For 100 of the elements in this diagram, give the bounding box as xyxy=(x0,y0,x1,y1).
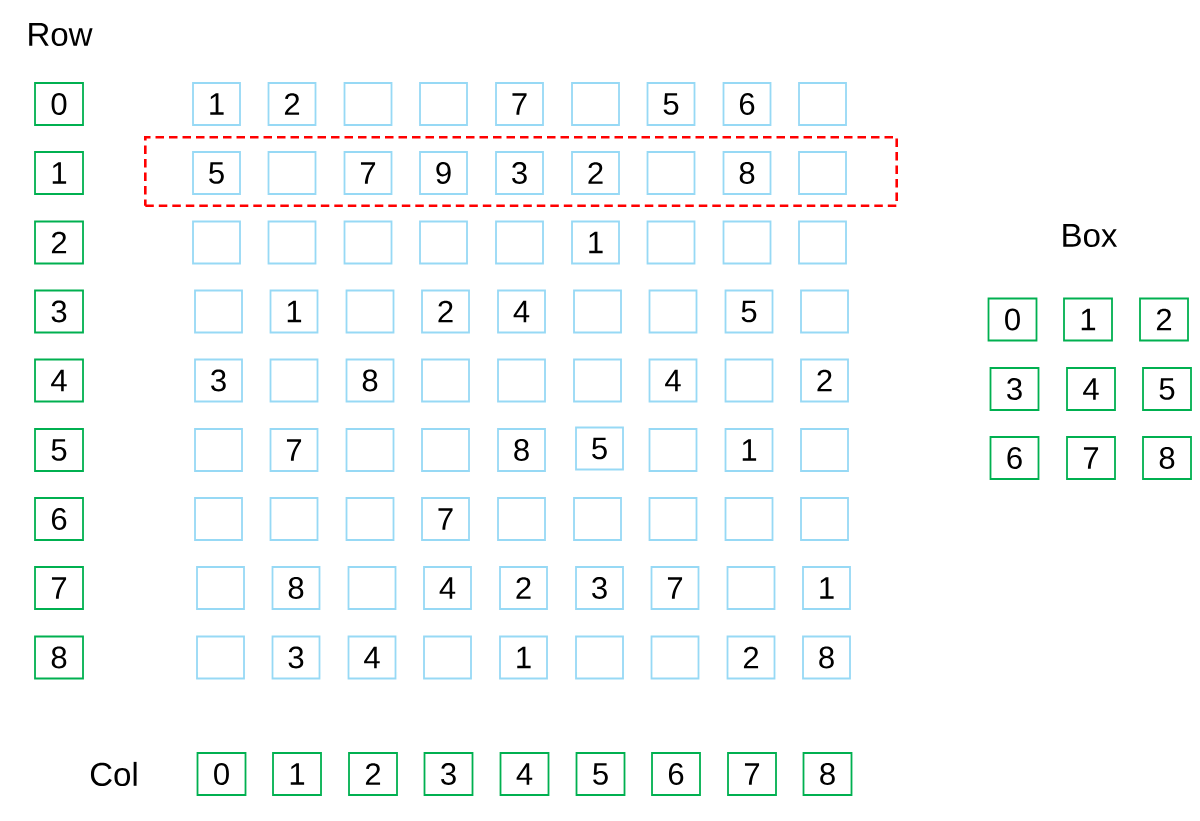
empty-cell xyxy=(421,358,470,403)
empty-cell xyxy=(648,289,698,334)
empty-cell xyxy=(345,497,395,541)
grid-cell: 8 xyxy=(271,566,321,610)
dashed-highlight-frame xyxy=(144,136,898,207)
row-index-box: 8 xyxy=(34,635,84,680)
empty-cell xyxy=(800,428,849,472)
grid-cell: 7 xyxy=(650,566,700,610)
empty-cell xyxy=(497,358,546,403)
empty-cell xyxy=(571,82,620,126)
grid-cell: 7 xyxy=(421,497,470,541)
grid-cell: 2 xyxy=(499,566,548,610)
empty-cell xyxy=(798,151,847,195)
grid-cell: 8 xyxy=(802,635,851,680)
box-index-box: 5 xyxy=(1142,367,1192,411)
empty-cell xyxy=(269,497,319,541)
grid-cell: 5 xyxy=(192,151,241,195)
grid-cell: 8 xyxy=(345,358,395,403)
grid-cell: 3 xyxy=(575,566,624,610)
empty-cell xyxy=(648,497,698,541)
grid-cell: 2 xyxy=(800,358,849,403)
column-heading: Col xyxy=(90,761,137,787)
empty-cell xyxy=(423,635,472,680)
grid-cell: 3 xyxy=(271,635,321,680)
empty-cell xyxy=(421,428,470,472)
grid-cell: 3 xyxy=(194,358,243,403)
column-index-box: 4 xyxy=(499,752,550,796)
empty-cell xyxy=(650,635,700,680)
empty-cell xyxy=(343,220,393,265)
empty-cell xyxy=(798,82,847,126)
empty-cell xyxy=(419,220,468,265)
grid-cell: 8 xyxy=(722,151,772,195)
grid-cell: 3 xyxy=(495,151,544,195)
column-index-box: 5 xyxy=(575,752,626,796)
box-index-box: 1 xyxy=(1063,297,1113,342)
empty-cell xyxy=(345,289,395,334)
empty-cell xyxy=(194,289,243,334)
grid-cell: 8 xyxy=(497,428,546,472)
empty-cell xyxy=(196,635,245,680)
empty-cell xyxy=(495,220,544,265)
grid-cell: 2 xyxy=(726,635,776,680)
box-index-box: 4 xyxy=(1066,367,1116,411)
grid-cell: 5 xyxy=(724,289,774,334)
empty-cell xyxy=(497,497,546,541)
empty-cell xyxy=(648,428,698,472)
grid-cell: 7 xyxy=(495,82,544,126)
empty-cell xyxy=(724,358,774,403)
empty-cell xyxy=(345,428,395,472)
grid-cell: 5 xyxy=(575,426,624,471)
column-index-box: 2 xyxy=(348,752,398,796)
grid-cell: 7 xyxy=(269,428,319,472)
row-index-box: 6 xyxy=(34,497,84,541)
empty-cell xyxy=(573,358,622,403)
empty-cell xyxy=(573,497,622,541)
grid-cell: 9 xyxy=(419,151,468,195)
column-index-box: 0 xyxy=(196,752,247,796)
grid-cell: 5 xyxy=(646,82,696,126)
empty-cell xyxy=(194,428,243,472)
empty-cell xyxy=(196,566,245,610)
empty-cell xyxy=(800,289,849,334)
grid-cell: 4 xyxy=(648,358,698,403)
empty-cell xyxy=(192,220,241,265)
column-index-box: 6 xyxy=(651,752,701,796)
empty-cell xyxy=(269,358,319,403)
empty-cell xyxy=(194,497,243,541)
grid-cell: 4 xyxy=(423,566,472,610)
empty-cell xyxy=(343,82,393,126)
grid-cell: 4 xyxy=(347,635,397,680)
grid-cell: 2 xyxy=(421,289,470,334)
grid-cell: 6 xyxy=(722,82,772,126)
column-index-box: 3 xyxy=(423,752,474,796)
grid-cell: 1 xyxy=(724,428,774,472)
column-index-box: 1 xyxy=(272,752,322,796)
empty-cell xyxy=(724,497,774,541)
box-index-box: 6 xyxy=(989,436,1040,480)
row-index-box: 1 xyxy=(34,151,84,195)
row-index-box: 4 xyxy=(34,358,84,403)
empty-cell xyxy=(267,151,317,195)
grid-cell: 1 xyxy=(571,220,620,265)
grid-cell: 1 xyxy=(802,566,851,610)
empty-cell xyxy=(267,220,317,265)
row-index-box: 5 xyxy=(34,428,84,472)
empty-cell xyxy=(646,151,696,195)
grid-cell: 4 xyxy=(497,289,546,334)
grid-cell: 1 xyxy=(269,289,319,334)
row-index-box: 0 xyxy=(34,82,84,126)
empty-cell xyxy=(800,497,849,541)
column-index-box: 7 xyxy=(727,752,777,796)
box-index-box: 2 xyxy=(1139,297,1189,342)
grid-cell: 2 xyxy=(267,82,317,126)
grid-cell: 1 xyxy=(499,635,548,680)
box-index-box: 3 xyxy=(989,367,1040,411)
empty-cell xyxy=(347,566,397,610)
row-heading: Row xyxy=(29,23,93,46)
box-index-box: 7 xyxy=(1066,436,1116,480)
empty-cell xyxy=(646,220,696,265)
empty-cell xyxy=(726,566,776,610)
empty-cell xyxy=(419,82,468,126)
column-index-box: 8 xyxy=(802,752,853,796)
grid-cell: 1 xyxy=(192,82,241,126)
